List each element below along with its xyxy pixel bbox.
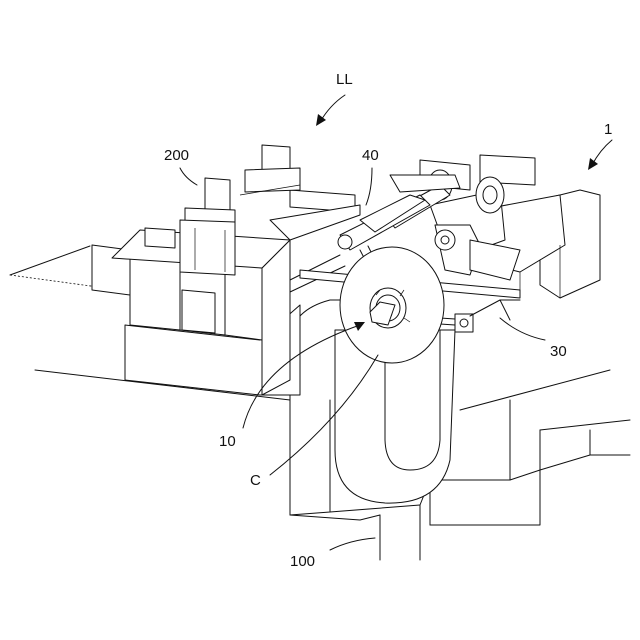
label-30: 30 — [550, 343, 567, 360]
label-coil-c: C — [250, 472, 261, 489]
label-100: 100 — [290, 553, 315, 570]
label-40: 40 — [362, 147, 379, 164]
label-200: 200 — [164, 147, 189, 164]
unit-200 — [92, 145, 360, 395]
label-10: 10 — [219, 433, 236, 450]
floor-base-structure — [10, 246, 630, 560]
coil-c — [340, 247, 444, 363]
label-ll: LL — [336, 71, 353, 88]
label-device-1: 1 — [604, 121, 612, 138]
